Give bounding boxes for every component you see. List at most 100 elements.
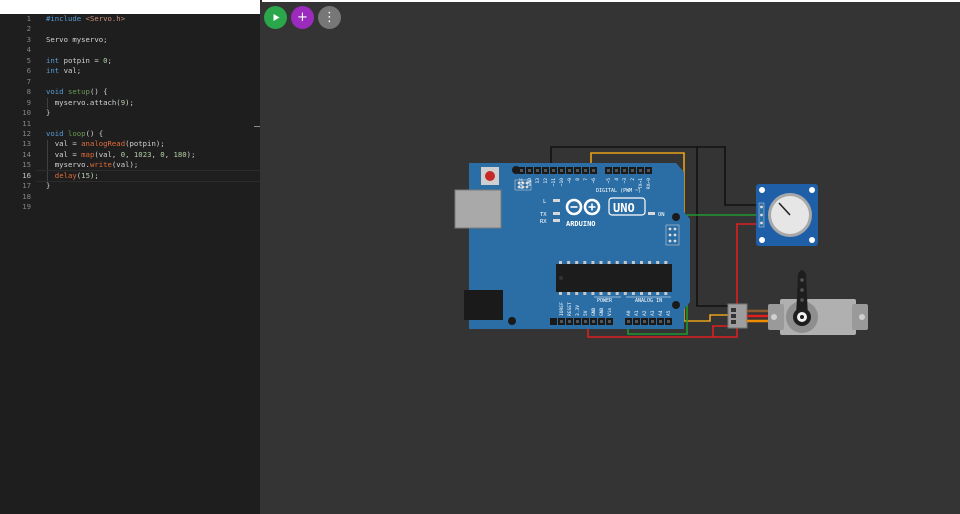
- scrollbar-marker[interactable]: [254, 126, 260, 127]
- label-l: L: [543, 199, 547, 205]
- code-token: #include: [46, 14, 86, 23]
- led-on: [648, 212, 655, 215]
- code-line[interactable]: 1 #include <Servo.h>: [0, 14, 260, 24]
- current-line-highlight: [36, 170, 260, 182]
- code-token: int: [46, 66, 60, 76]
- code-token: val =: [46, 139, 82, 149]
- line-number: 12: [22, 128, 31, 138]
- code-token: myservo.: [46, 160, 90, 170]
- pin-label: Vin: [607, 307, 613, 316]
- code-token: int: [46, 55, 60, 65]
- pin-label: 8: [575, 178, 581, 181]
- code-token: );: [89, 170, 99, 180]
- code-token: 15: [81, 170, 90, 180]
- power-jack: [459, 290, 503, 320]
- line-number: 3: [26, 34, 31, 44]
- pin-label: GND: [591, 307, 597, 316]
- line-number: 17: [22, 181, 31, 191]
- code-line[interactable]: 18: [0, 192, 260, 202]
- header-analog: ANALOG IN: [635, 298, 662, 304]
- line-number: 1: [26, 14, 31, 23]
- code-line[interactable]: 19: [0, 202, 260, 212]
- label-on: ON: [658, 212, 665, 218]
- pin-label: GND: [527, 178, 533, 187]
- servo-horn[interactable]: [796, 270, 808, 317]
- servo-motor[interactable]: [727, 270, 868, 335]
- code-line[interactable]: 7: [0, 77, 260, 87]
- pin-label: ~6: [591, 178, 597, 184]
- pin-label: A1: [634, 310, 640, 316]
- mounting-hole: [508, 317, 516, 325]
- pin-label: A2: [642, 310, 648, 316]
- servo-connector: [727, 303, 748, 329]
- potentiometer[interactable]: [756, 184, 818, 246]
- add-part-button[interactable]: +: [291, 6, 314, 29]
- pin-label: A4: [658, 310, 664, 316]
- pin-label: 4: [614, 178, 620, 181]
- code-line[interactable]: 4: [0, 45, 260, 55]
- wire-red-5v[interactable]: [587, 223, 758, 338]
- label-rx: RX: [540, 219, 547, 225]
- pin-label: 2: [630, 178, 636, 181]
- code-line[interactable]: 3 Servo myservo;: [0, 35, 260, 45]
- code-line[interactable]: 15 myservo.write(val);: [0, 160, 260, 170]
- code-token: potpin =: [59, 55, 104, 65]
- code-token: <Servo.h>: [85, 14, 126, 23]
- mounting-hole: [672, 213, 680, 221]
- code-token: (val);: [111, 160, 139, 170]
- code-line[interactable]: 14 val = map(val, 0, 1023, 0, 180);: [0, 150, 260, 160]
- line-number: 11: [22, 118, 31, 128]
- line-number: 18: [22, 191, 31, 201]
- line-number: 2: [26, 24, 31, 34]
- code-line[interactable]: 2: [0, 24, 260, 34]
- code-line[interactable]: 11: [0, 119, 260, 129]
- line-number: 7: [26, 76, 31, 86]
- code-line[interactable]: 17}: [0, 181, 260, 191]
- line-number: 4: [26, 45, 31, 55]
- pin-label: AREF: [519, 178, 525, 189]
- code-text: myservo.write(val);: [46, 160, 138, 170]
- code-token: delay: [54, 170, 77, 180]
- pin-label: ~5: [606, 178, 612, 184]
- play-icon: [273, 14, 280, 21]
- code-token: analogRead: [81, 139, 126, 149]
- code-line[interactable]: 16 delay(15);: [0, 171, 260, 181]
- code-token: ,: [125, 149, 134, 159]
- line-number: 19: [22, 202, 31, 212]
- code-text: int potpin = 0;: [46, 56, 112, 66]
- pin-label: 12: [543, 178, 549, 184]
- code-token: map: [81, 149, 95, 159]
- pin-label: A3: [650, 310, 656, 316]
- code-token: write: [89, 160, 112, 170]
- wire-green-analog[interactable]: [627, 214, 758, 335]
- pin-label: ~10: [559, 178, 565, 187]
- code-token: 9: [120, 97, 126, 107]
- arduino-logo-icon: [565, 198, 601, 216]
- code-text: Servo myservo;: [46, 35, 108, 45]
- code-token: (val,: [94, 149, 121, 159]
- code-token: }: [46, 181, 51, 191]
- code-token: ;: [107, 55, 112, 65]
- more-options-button[interactable]: ⋮: [318, 6, 341, 29]
- code-token: );: [125, 97, 134, 107]
- run-simulation-button[interactable]: [264, 6, 287, 29]
- code-token: 0: [160, 149, 165, 159]
- code-line[interactable]: 10}: [0, 108, 260, 118]
- header-pin[interactable]: [550, 318, 557, 325]
- led-l: [553, 199, 560, 202]
- code-line[interactable]: 9 myservo.attach(9);: [0, 98, 260, 108]
- code-token: 180: [173, 149, 187, 159]
- code-token: () {: [85, 128, 104, 138]
- code-line[interactable]: 13 val = analogRead(potpin);: [0, 139, 260, 149]
- wire-black-gnd[interactable]: [550, 146, 758, 307]
- pin-label: 3.3V: [575, 305, 581, 316]
